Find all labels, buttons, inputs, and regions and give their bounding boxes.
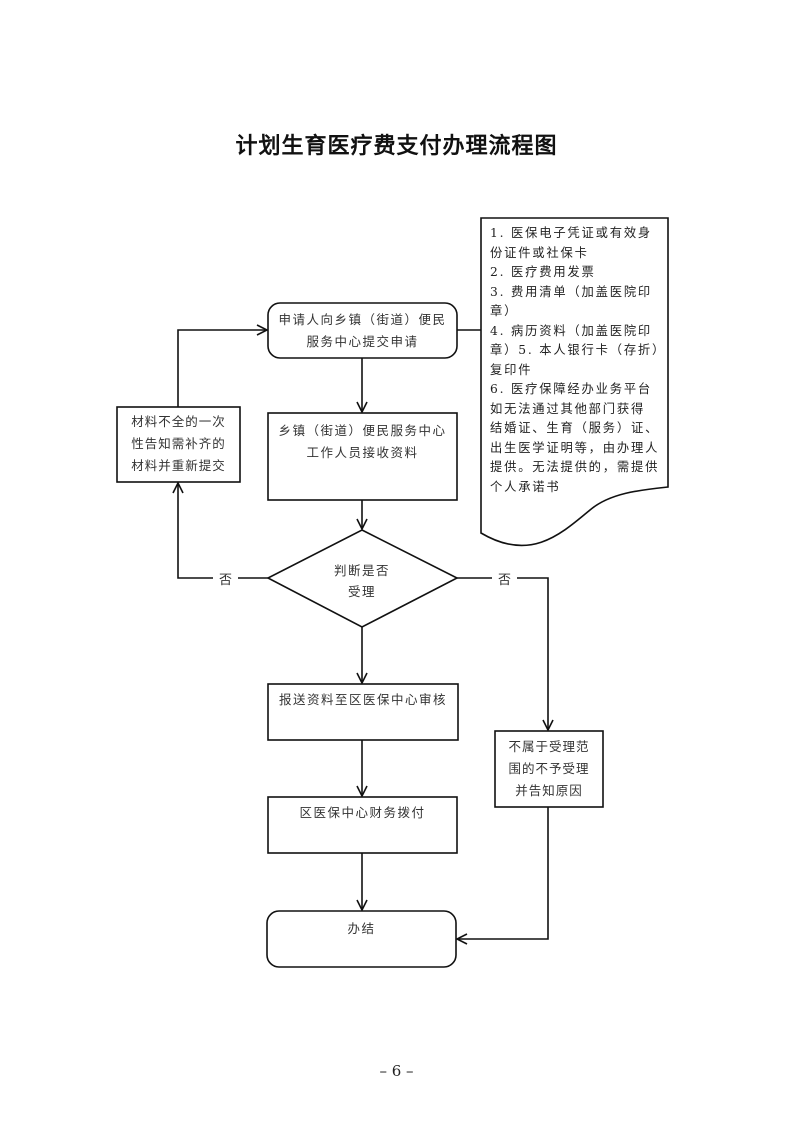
- payment-node-line1: 区医保中心财务拨付: [299, 805, 426, 820]
- arrow-reject-to-end: [457, 807, 549, 939]
- review-node-line1: 报送资料至区医保中心审核: [278, 692, 447, 707]
- decision-node-line1: 判断是否: [333, 563, 390, 578]
- doc-line: 提供。无法提供的，需提供: [490, 460, 660, 474]
- doc-line: 个人承诺书: [490, 479, 561, 494]
- arrow-incomplete-to-submit: [177, 330, 267, 407]
- reject-node-line1: 不属于受理范: [508, 739, 590, 754]
- reject-node-line2: 围的不予受理: [508, 761, 590, 776]
- arrow-decision-no-right: [457, 577, 548, 730]
- doc-line: 出生医学证明等，由办理人: [490, 440, 660, 455]
- reject-node: 不属于受理范 围的不予受理 并告知原因: [495, 736, 603, 802]
- receive-node-line1: 乡镇（街道）便民服务中心: [278, 423, 447, 438]
- submit-node-line1: 申请人向乡镇（街道）便民: [278, 312, 447, 327]
- edge-label-no-left: 否: [213, 569, 239, 588]
- end-node-line1: 办结: [347, 921, 376, 936]
- doc-line: 1. 医保电子凭证或有效身: [490, 226, 653, 240]
- decision-node-line2: 受理: [347, 584, 376, 599]
- submit-node-line2: 服务中心提交申请: [306, 334, 419, 349]
- incomplete-node-line3: 材料并重新提交: [131, 458, 226, 473]
- submit-node: 申请人向乡镇（街道）便民 服务中心提交申请: [268, 309, 457, 353]
- receive-node-line2: 工作人员接收资料: [306, 445, 419, 460]
- reject-node-line3: 并告知原因: [515, 783, 583, 798]
- doc-line: 复印件: [490, 362, 533, 377]
- end-node: 办结: [267, 918, 456, 940]
- doc-line: 3. 费用清单（加盖医院印: [490, 284, 653, 299]
- payment-node: 区医保中心财务拨付: [268, 802, 457, 824]
- page-number: – 6 –: [379, 1062, 414, 1080]
- review-node-shape: [267, 683, 459, 741]
- incomplete-node-line1: 材料不全的一次: [131, 414, 226, 429]
- required-documents-list: 1. 医保电子凭证或有效身 份证件或社保卡 2. 医疗费用发票 3. 费用清单（…: [490, 224, 668, 497]
- doc-line: 6. 医疗保障经办业务平台: [490, 382, 653, 396]
- page-title: 计划生育医疗费支付办理流程图: [235, 134, 558, 159]
- incomplete-node-line2: 性告知需补齐的: [131, 436, 226, 451]
- edge-label-no-right: 否: [492, 569, 518, 588]
- arrow-decision-no-left: [178, 483, 268, 579]
- doc-line: 如无法通过其他部门获得: [490, 401, 646, 416]
- doc-line: 2. 医疗费用发票: [490, 265, 596, 279]
- doc-line: 4. 病历资料（加盖医院印: [490, 323, 653, 338]
- review-node: 报送资料至区医保中心审核: [268, 689, 458, 711]
- incomplete-node: 材料不全的一次 性告知需补齐的 材料并重新提交: [117, 411, 240, 477]
- doc-line: 章）: [490, 304, 519, 318]
- reject-node-shape: [494, 730, 604, 808]
- documents-shape: [480, 217, 669, 547]
- receive-node: 乡镇（街道）便民服务中心 工作人员接收资料: [268, 420, 457, 464]
- doc-line: 章）5. 本人银行卡（存折）: [490, 343, 667, 357]
- decision-node: 判断是否 受理: [312, 560, 412, 602]
- doc-line: 结婚证、生育（服务）证、: [490, 421, 660, 435]
- doc-line: 份证件或社保卡: [490, 245, 589, 260]
